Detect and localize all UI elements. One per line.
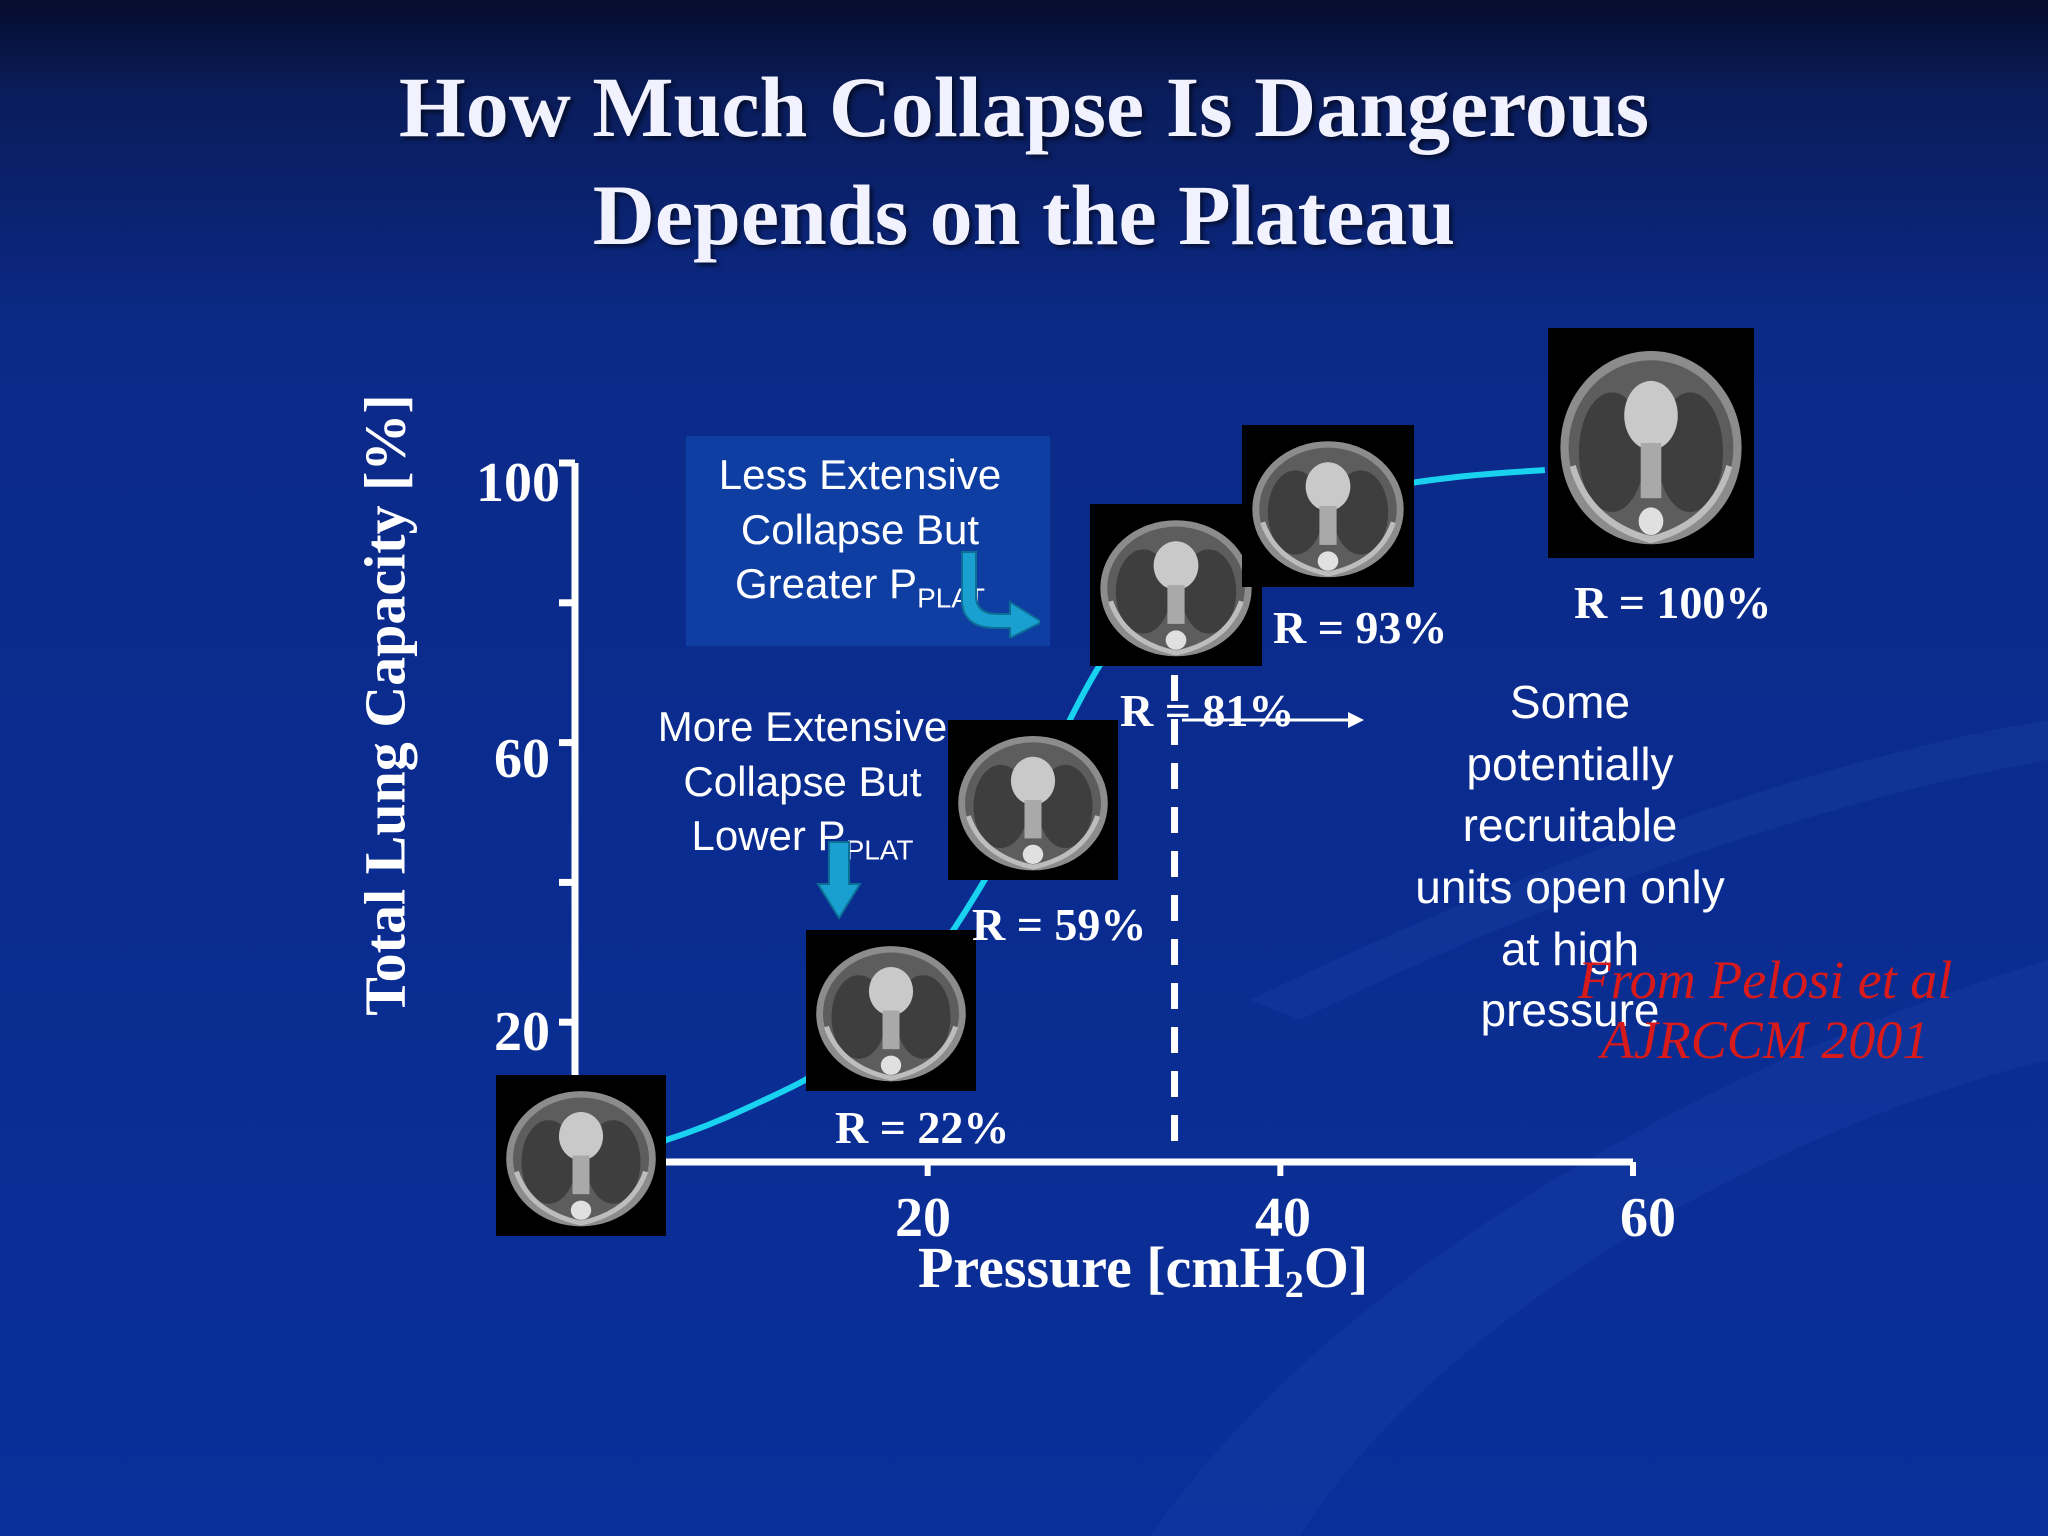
- y-tick-60: 60: [494, 728, 550, 790]
- r-label-100: R = 100%: [1574, 577, 1772, 628]
- y-tick-20: 20: [494, 1001, 550, 1063]
- ct-scan-image-3: [948, 720, 1118, 880]
- note-line-1: Some: [1509, 676, 1631, 728]
- callout-less-box: [686, 436, 1050, 646]
- recruitable-units-note: Some potentially recruitable units open …: [1370, 672, 1770, 1042]
- ct-scan-image-4: [1090, 504, 1262, 666]
- note-line-2: potentially: [1466, 737, 1674, 790]
- note-line-5: at high: [1500, 922, 1640, 975]
- note-line-4: units open only: [1415, 860, 1725, 913]
- note-line-3: recruitable: [1462, 799, 1678, 852]
- callout-less-extensive: Less Extensive Collapse But Greater PPLA…: [690, 448, 1030, 617]
- callout-more-extensive: More Extensive Collapse But Lower PPLAT: [630, 700, 975, 869]
- r-label-81: R = 81%: [1120, 685, 1295, 736]
- callout-less-line-1: Less Extensive: [718, 451, 1002, 498]
- y-axis-label: Total Lung Capacity [%]: [352, 394, 418, 1016]
- slide-title-line-2: Depends on the Plateau: [592, 167, 1456, 263]
- ct-scan-image-6: [1548, 328, 1754, 558]
- curved-arrow-icon: [960, 551, 1040, 638]
- right-arrow: [1182, 712, 1364, 728]
- r-label-22: R = 22%: [835, 1102, 1010, 1153]
- callout-more-line-1: More Extensive: [657, 703, 948, 750]
- ct-scan-image-5: [1242, 425, 1414, 587]
- note-line-6: pressure: [1480, 984, 1660, 1037]
- citation-line-2: AJRCCM 2001: [1600, 1010, 1930, 1071]
- y-tick-100: 100: [476, 452, 560, 514]
- callout-more-line-2: Collapse But: [683, 757, 922, 805]
- x-tick-60: 60: [1620, 1187, 1676, 1249]
- ct-scan-image-1: [496, 1075, 666, 1236]
- x-axis-label: Pressure [cmH2O]: [918, 1235, 1369, 1306]
- r-label-93: R = 93%: [1273, 602, 1448, 653]
- slide-title-line-1: How Much Collapse Is Dangerous: [398, 59, 1650, 155]
- x-tick-20: 20: [895, 1187, 951, 1249]
- callout-more-line-3: Lower PPLAT: [691, 812, 914, 866]
- citation-line-1: From Pelosi et al: [1577, 950, 1953, 1010]
- r-label-59: R = 59%: [972, 899, 1147, 950]
- ct-scan-image-2: [806, 930, 976, 1091]
- down-arrow-icon: [816, 841, 862, 920]
- citation: From Pelosi et al AJRCCM 2001: [1545, 950, 1985, 1071]
- x-tick-40: 40: [1255, 1187, 1311, 1249]
- callout-less-line-2: Collapse But: [740, 505, 980, 553]
